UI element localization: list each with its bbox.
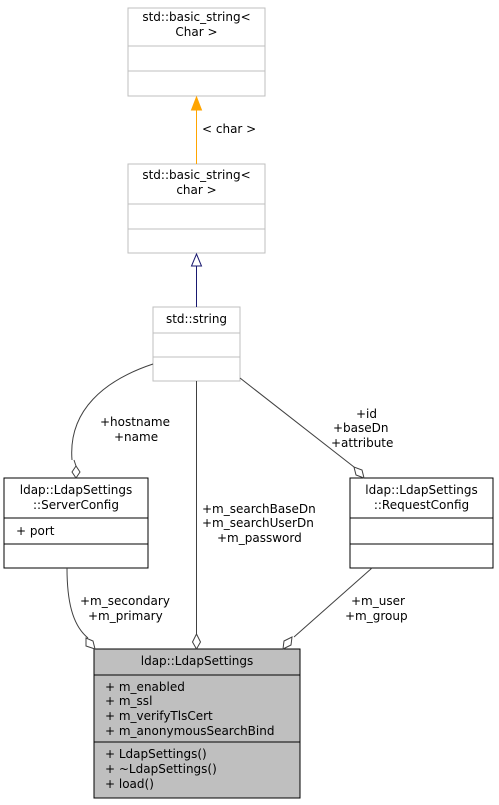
attribute-m-verify-tls-cert: + m_verifyTlsCert — [105, 709, 213, 723]
node-title-line1: ldap::LdapSettings — [365, 483, 478, 497]
edge-request-config-to-ldap-settings: +m_user +m_group — [282, 567, 408, 650]
edge-line — [293, 567, 373, 638]
edge-label: +m_searchBaseDn — [202, 502, 316, 516]
method-load: + load() — [105, 777, 154, 791]
aggregation-diamond — [282, 636, 293, 650]
node-title: ldap::LdapSettings — [141, 654, 254, 668]
node-server-config[interactable]: ldap::LdapSettings ::ServerConfig + port — [3, 477, 149, 569]
node-title-line2: ::ServerConfig — [33, 498, 119, 512]
aggregation-diamond — [71, 465, 81, 479]
node-box — [127, 7, 266, 97]
edge-label: +m_password — [217, 531, 302, 545]
aggregation-diamond — [191, 632, 202, 651]
attribute-m-enabled: + m_enabled — [105, 680, 185, 694]
attribute-m-ssl: + m_ssl — [105, 694, 152, 708]
attribute-port: + port — [16, 524, 55, 538]
edge-label: +m_searchUserDn — [202, 516, 314, 530]
node-title: std::string — [166, 312, 227, 326]
edge-label-template: < char > — [202, 122, 256, 136]
edge-label: +baseDn — [333, 421, 389, 435]
edge-server-config-to-ldap-settings: +m_secondary +m_primary — [66, 567, 170, 650]
node-std-string[interactable]: std::string — [152, 306, 241, 382]
edge-line — [71, 363, 154, 461]
node-title-line2: Char > — [175, 25, 217, 39]
edge-line — [66, 567, 89, 639]
edge-line — [73, 459, 77, 467]
edge-inheritance — [190, 252, 203, 307]
node-title-line1: std::basic_string< — [142, 168, 250, 182]
node-basic-string-char[interactable]: std::basic_string< char > — [127, 163, 266, 254]
edge-label: +attribute — [331, 436, 393, 450]
node-title-line1: std::basic_string< — [142, 10, 250, 24]
edge-line — [239, 377, 355, 468]
arrowhead-filled — [190, 95, 203, 111]
edge-label: +m_secondary — [80, 594, 170, 608]
edge-label: +m_user — [351, 594, 405, 608]
node-request-config[interactable]: ldap::LdapSettings ::RequestConfig — [349, 477, 494, 569]
edge-string-to-request-config: +id +baseDn +attribute — [239, 377, 393, 479]
edge-label: +hostname — [100, 415, 170, 429]
edge-string-to-server-config: +hostname +name — [71, 363, 170, 479]
aggregation-diamond — [85, 637, 96, 650]
node-title-line1: ldap::LdapSettings — [20, 483, 133, 497]
edge-string-to-ldap-settings: +m_searchBaseDn +m_searchUserDn +m_passw… — [191, 381, 316, 651]
edge-label: +id — [356, 407, 377, 421]
aggregation-diamond — [353, 466, 365, 479]
method-constructor: + LdapSettings() — [105, 747, 207, 761]
method-destructor: + ~LdapSettings() — [105, 762, 217, 776]
edge-template-instantiation: < char > — [190, 95, 256, 164]
edge-label: +m_group — [345, 609, 408, 623]
edge-label: +m_primary — [88, 609, 163, 623]
node-box — [93, 648, 301, 799]
edge-label: +name — [114, 430, 158, 444]
node-ldap-settings[interactable]: ldap::LdapSettings + m_enabled + m_ssl +… — [93, 648, 301, 799]
node-box — [152, 306, 241, 382]
node-basic-string-Char[interactable]: std::basic_string< Char > — [127, 7, 266, 97]
arrowhead-hollow — [190, 252, 203, 267]
attribute-m-anonymous-search-bind: + m_anonymousSearchBind — [105, 724, 274, 738]
node-box — [349, 477, 494, 569]
node-title-line2: char > — [176, 183, 216, 197]
node-title-line2: ::RequestConfig — [374, 498, 469, 512]
